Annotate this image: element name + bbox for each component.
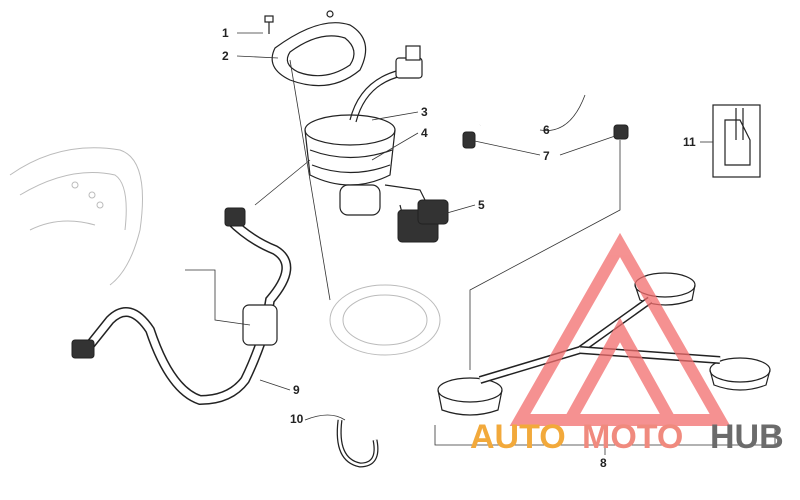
watermark-auto: AUTO [470,418,566,456]
callout-3: 3 [421,105,428,119]
sensor-part-11 [712,104,761,178]
callout-5: 5 [478,198,485,212]
gasket-part-2 [271,10,367,87]
screw-part-1 [264,15,274,34]
callout-8: 8 [600,456,607,470]
fuel-pump-assembly [304,45,423,216]
callout-10: 10 [290,412,304,426]
callout-7: 7 [543,149,550,163]
callout-9: 9 [293,383,300,397]
fuel-line-part-9 [71,207,292,406]
wiring-connector-part-5 [384,184,449,243]
tank-flange-ring [329,284,441,356]
fuel-level-assembly-part-8 [437,272,771,416]
callout-11: 11 [683,135,696,149]
clamp-part-10 [336,419,379,468]
leader-lines [185,32,776,455]
callout-1: 1 [222,26,229,40]
watermark-text: AUTO MOTO HUB [470,418,784,456]
callout-2: 2 [222,49,229,63]
callout-4: 4 [421,126,428,140]
callout-6: 6 [543,123,550,137]
hose-part-6 [477,81,623,126]
chassis-frame [9,147,143,286]
watermark-moto: MOTO [582,418,683,456]
watermark-logo [509,232,731,426]
watermark-hub: HUB [710,418,784,456]
callout-labels: 1 2 3 4 5 6 7 8 9 10 11 [222,26,696,470]
